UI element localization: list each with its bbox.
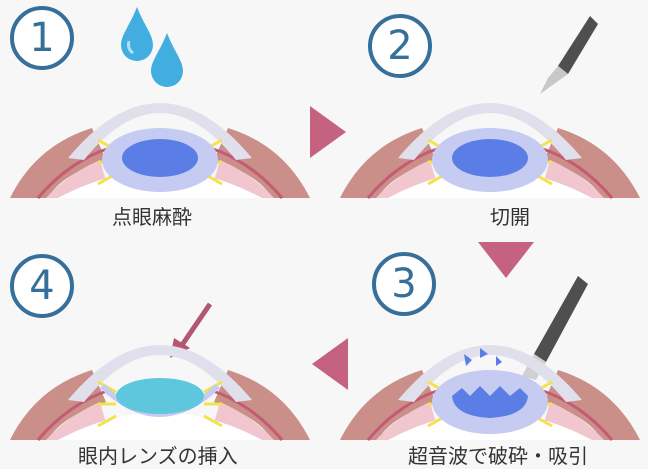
step-3-number: 3: [372, 252, 436, 316]
eyedrop-icon: [121, 7, 183, 87]
eye-cross-section-3: [340, 345, 640, 441]
step-2-label: 切開: [490, 205, 530, 229]
arrow-right-icon: [310, 106, 346, 158]
step-1-number: 1: [10, 6, 74, 70]
step-4-number: 4: [10, 254, 74, 318]
step-1-label: 点眼麻酔: [112, 205, 192, 229]
eye-cross-section-1: [10, 103, 310, 199]
arrow-down-icon: [478, 242, 534, 278]
eye-cross-section-4: [10, 345, 310, 441]
eye-cross-section-2: [340, 103, 640, 199]
step-4-label: 眼内レンズの挿入: [78, 444, 238, 468]
arrow-left-icon: [312, 338, 348, 390]
step-3-label: 超音波で破砕・吸引: [408, 444, 588, 468]
scalpel-icon: [540, 16, 598, 94]
step-2-number: 2: [368, 14, 432, 78]
